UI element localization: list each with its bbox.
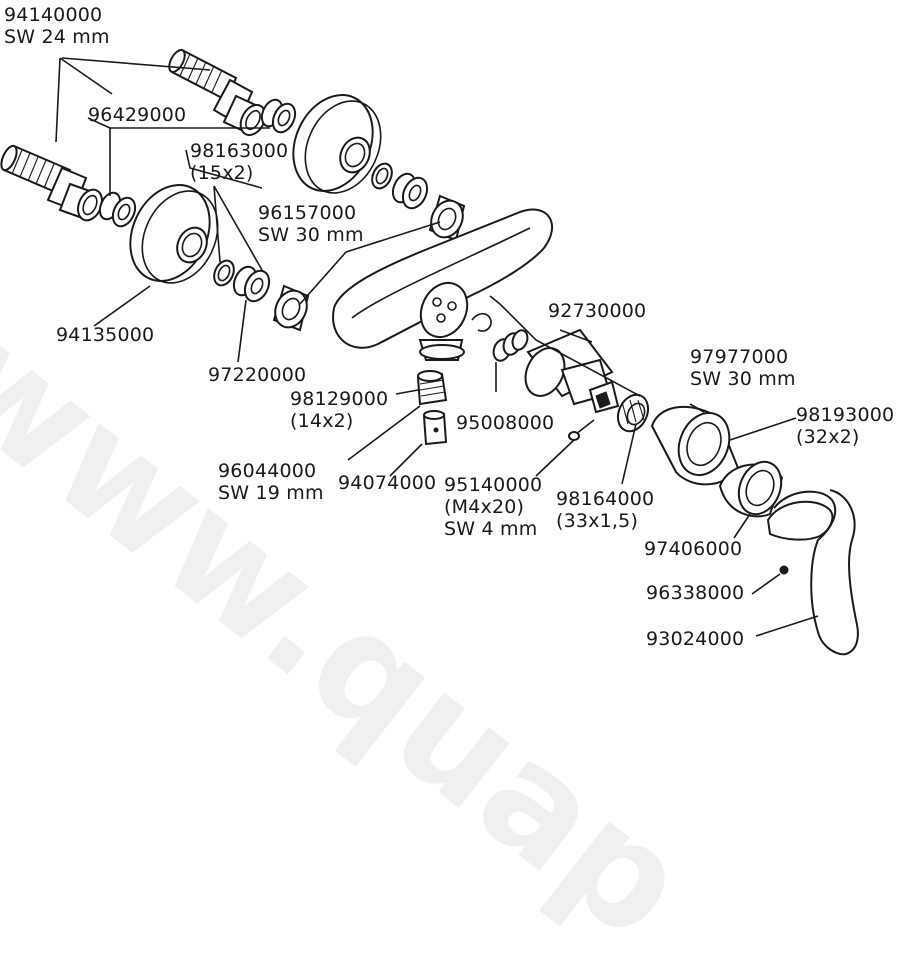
- part-number: 94140000: [4, 4, 103, 26]
- screw-95140000: [568, 419, 595, 441]
- part-number: 95140000: [444, 474, 543, 496]
- diagram-drawing: [0, 48, 859, 656]
- lever-handle-93024000: [766, 489, 859, 656]
- part-number: 98164000: [556, 488, 655, 510]
- label-98129000: 98129000 (14x2): [290, 388, 388, 432]
- label-94074000: 94074000: [338, 472, 436, 494]
- label-97406000: 97406000: [644, 538, 742, 560]
- part-number: 98193000: [796, 404, 895, 426]
- check-valve-lower-97220000: [232, 265, 271, 303]
- label-96429000: 96429000: [88, 104, 186, 126]
- nut-97977000: [650, 405, 740, 486]
- part-number: 98129000: [290, 388, 389, 410]
- label-96044000: 96044000 SW 19 mm: [218, 460, 324, 504]
- nut-94074000: [422, 410, 448, 446]
- label-97977000: 97977000 SW 30 mm: [690, 346, 796, 390]
- check-valve-upper-97220000: [391, 172, 429, 210]
- label-96157000: 96157000 SW 30 mm: [258, 202, 364, 246]
- label-94140000: 94140000 SW 24 mm: [4, 4, 110, 48]
- part-spec: (15x2): [190, 162, 254, 184]
- part-number: 97977000: [690, 346, 789, 368]
- connector-lower-94140000: [0, 144, 103, 222]
- part-number: 98163000: [190, 140, 289, 162]
- part-spec: SW 30 mm: [690, 368, 796, 390]
- part-number: 96338000: [646, 582, 745, 604]
- exploded-parts-diagram: www.quap: [0, 4, 894, 973]
- part-number: 95008000: [456, 412, 555, 434]
- valve-insert-98129000: [416, 370, 448, 406]
- mixer-body: [332, 208, 554, 361]
- sleeve-97406000: [718, 460, 784, 518]
- part-spec: (14x2): [290, 410, 354, 432]
- part-number: 92730000: [548, 300, 647, 322]
- part-number: 96044000: [218, 460, 317, 482]
- part-number: 94135000: [56, 324, 155, 346]
- part-spec-2: SW 4 mm: [444, 518, 538, 540]
- label-95008000: 95008000: [456, 412, 554, 434]
- part-spec: (33x1,5): [556, 510, 639, 532]
- label-92730000: 92730000: [548, 300, 646, 322]
- union-nut-lower-96157000: [272, 284, 310, 332]
- check-valve-lower-96429000: [98, 191, 137, 228]
- label-97220000: 97220000: [208, 364, 306, 386]
- label-98163000: 98163000 (15x2): [190, 140, 288, 184]
- leader-lines: [55, 57, 819, 637]
- part-number: 96157000: [258, 202, 357, 224]
- label-94135000: 94135000: [56, 324, 154, 346]
- part-number: 96429000: [88, 104, 187, 126]
- label-98164000: 98164000 (33x1,5): [556, 488, 654, 532]
- part-spec: SW 24 mm: [4, 26, 110, 48]
- part-number: 97406000: [644, 538, 743, 560]
- label-96338000: 96338000: [646, 582, 744, 604]
- part-spec: SW 30 mm: [258, 224, 364, 246]
- part-spec: SW 19 mm: [218, 482, 324, 504]
- part-spec: (32x2): [796, 426, 860, 448]
- label-95140000: 95140000 (M4x20) SW 4 mm: [444, 474, 542, 540]
- part-number: 94074000: [338, 472, 437, 494]
- check-valve-upper-96429000: [260, 98, 297, 134]
- label-93024000: 93024000: [646, 628, 744, 650]
- o-rings-95008000: [492, 329, 529, 362]
- label-98193000: 98193000 (32x2): [796, 404, 894, 448]
- part-spec: (M4x20): [444, 496, 525, 518]
- part-number: 97220000: [208, 364, 307, 386]
- escutcheon-upper: [292, 94, 382, 194]
- part-number: 93024000: [646, 628, 745, 650]
- escutcheon-lower-94135000: [129, 184, 219, 284]
